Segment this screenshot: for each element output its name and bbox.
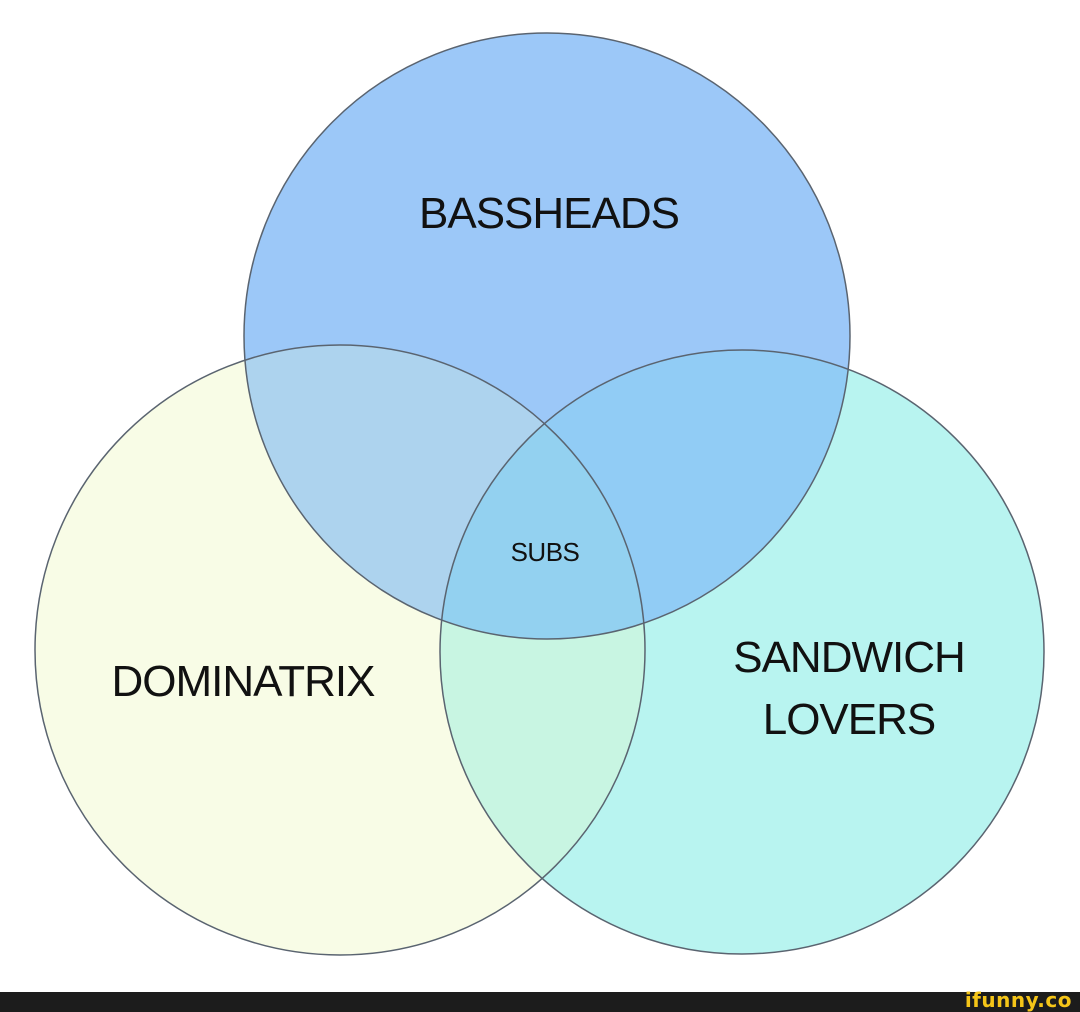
watermark-logo: ifunny.co <box>964 988 1072 1012</box>
set-top-label: BASSHEADS <box>419 189 679 238</box>
footer-bar: ifunny.co <box>0 988 1080 1012</box>
set-left-label: DOMINATRIX <box>112 657 376 706</box>
set-top-outline <box>243 32 851 640</box>
overlap-center <box>440 350 645 639</box>
set-right-outline <box>439 349 1045 955</box>
set-right-label-line-1: SANDWICH <box>733 633 965 682</box>
intersection-label: SUBS <box>511 537 580 567</box>
set-left-outline <box>34 344 646 956</box>
set-right-label-line-2: LOVERS <box>763 695 936 744</box>
